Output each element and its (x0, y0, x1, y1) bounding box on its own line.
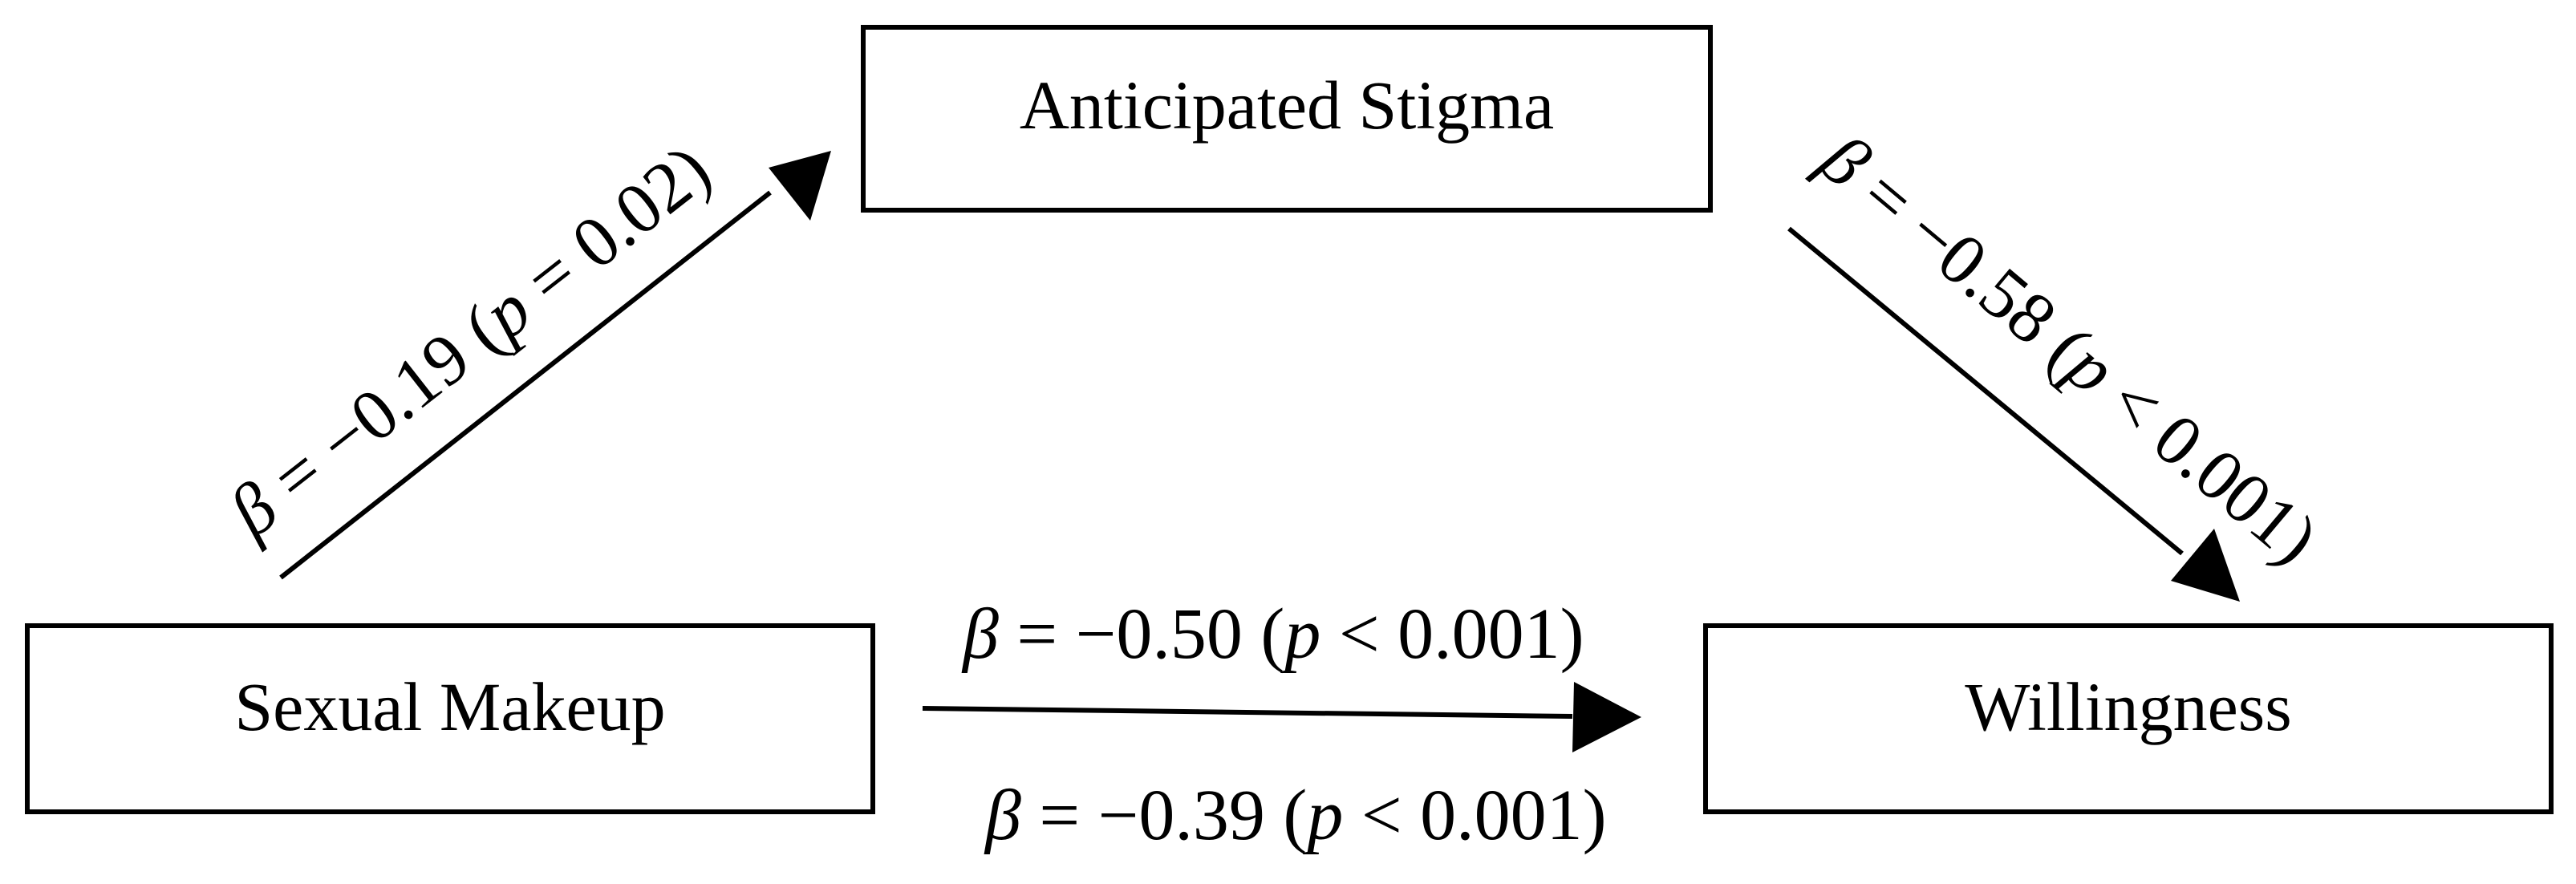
node-sexual-makeup-box (25, 623, 875, 814)
edge-c-direct-p-value: 0.001 (1420, 776, 1583, 855)
node-anticipated-stigma: Anticipated Stigma (861, 25, 1713, 213)
node-willingness-box (1703, 623, 2554, 814)
node-anticipated-stigma-box (861, 25, 1713, 213)
edge-b-coefficient-label: β = −0.58 (p < 0.001) (1804, 118, 2333, 579)
edge-c-arrowhead (1572, 682, 1641, 752)
edge-a-line (279, 190, 772, 580)
edge-c-direct-effect-label: β = −0.39 (p < 0.001) (984, 776, 1607, 855)
edge-b-stigma-to-willingness (1787, 226, 2240, 602)
edge-c-direct-p-symbol: p (1302, 776, 1343, 855)
edge-c-total-effect-label: β = −0.50 (p < 0.001) (961, 594, 1584, 674)
edge-b-line (1787, 226, 2184, 556)
edge-b-arrowhead (2171, 529, 2240, 602)
edge-c-direct-open-paren: ( (1265, 776, 1307, 855)
edge-c-direct-beta-value: −0.39 (1098, 776, 1265, 855)
edge-c-total-beta-value: −0.50 (1076, 594, 1243, 674)
edge-c-direct-beta-symbol: β (984, 776, 1021, 855)
edge-c-total-beta-symbol: β (961, 594, 999, 674)
node-sexual-makeup-label: Sexual Makeup (234, 668, 665, 745)
edge-c-total-equals: = (999, 594, 1076, 674)
edge-c-direct-relation: < (1343, 776, 1420, 855)
edge-c-total-relation: < (1320, 594, 1398, 674)
edge-c-line (922, 706, 1573, 719)
edge-c-total-p-value: 0.001 (1398, 594, 1560, 674)
node-sexual-makeup: Sexual Makeup (25, 623, 875, 814)
edge-c-direct-equals: = (1021, 776, 1098, 855)
edge-a-coefficient-label: β = −0.19 (p = 0.02) (213, 129, 724, 553)
node-willingness-label: Willingness (1965, 668, 2291, 745)
edge-c-direct-close-paren: ) (1583, 776, 1607, 855)
edge-a-sexual-makeup-to-stigma (279, 151, 831, 580)
edge-c-sexual-makeup-to-willingness (922, 682, 1641, 752)
edge-a-arrowhead (769, 151, 831, 221)
edge-c-total-p-symbol: p (1280, 594, 1320, 674)
node-anticipated-stigma-label: Anticipated Stigma (1020, 67, 1554, 144)
edge-c-total-open-paren: ( (1243, 594, 1284, 674)
edge-c-total-close-paren: ) (1560, 594, 1584, 674)
node-willingness: Willingness (1703, 623, 2554, 814)
